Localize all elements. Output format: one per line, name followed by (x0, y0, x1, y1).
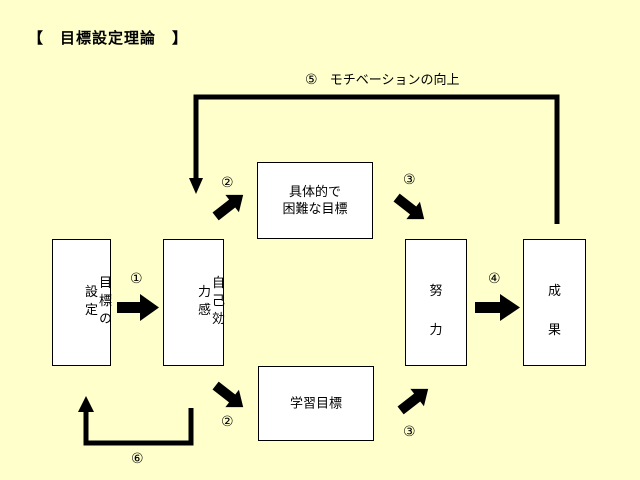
self-efficacy-box: 自己効力感 (163, 239, 224, 366)
learning-goal-box: 学習目標 (258, 366, 374, 441)
goal-setting-box: 目標の設定 (52, 239, 111, 366)
feedback-loop-5-arrowhead (189, 178, 203, 194)
page-title: 【 目標設定理論 】 (28, 29, 189, 47)
label-6: ⑥ (131, 451, 144, 467)
label-3-top: ③ (403, 172, 416, 188)
label-4: ④ (488, 271, 501, 287)
result-box: 成 果 (523, 239, 586, 366)
arrow-1 (117, 294, 159, 321)
result-char-2: 果 (547, 323, 561, 338)
specific-goal-line2: 困難な目標 (282, 201, 348, 217)
effort-char-1: 努 (429, 284, 443, 299)
label-5-text: モチベーションの向上 (329, 73, 460, 88)
label-2-top: ② (221, 175, 234, 191)
arrow-2-down (212, 381, 244, 408)
self-efficacy-label: 自己効力感 (195, 275, 224, 330)
label-3-bottom: ③ (403, 424, 416, 440)
effort-box: 努 力 (405, 239, 467, 366)
specific-goal-line1: 具体的で (288, 184, 341, 200)
goal-setting-label: 目標の設定 (82, 275, 111, 330)
effort-char-2: 力 (429, 323, 443, 338)
arrow-4 (475, 294, 520, 321)
label-5: ⑤ モチベーションの向上 (305, 69, 459, 88)
label-1: ① (130, 271, 143, 287)
label-2-bottom: ② (221, 414, 234, 430)
loop-6-arrowhead (78, 396, 94, 412)
specific-goal-box: 具体的で 困難な目標 (257, 162, 373, 239)
result-char-1: 成 (547, 284, 561, 299)
arrow-3-up (397, 388, 429, 415)
learning-goal-label: 学習目標 (289, 396, 342, 411)
label-5-number: ⑤ (305, 72, 318, 88)
loop-6-line (83, 408, 194, 446)
arrow-2-up (212, 194, 244, 221)
arrow-3-down (393, 193, 425, 220)
feedback-loop-5-line (193, 94, 560, 224)
